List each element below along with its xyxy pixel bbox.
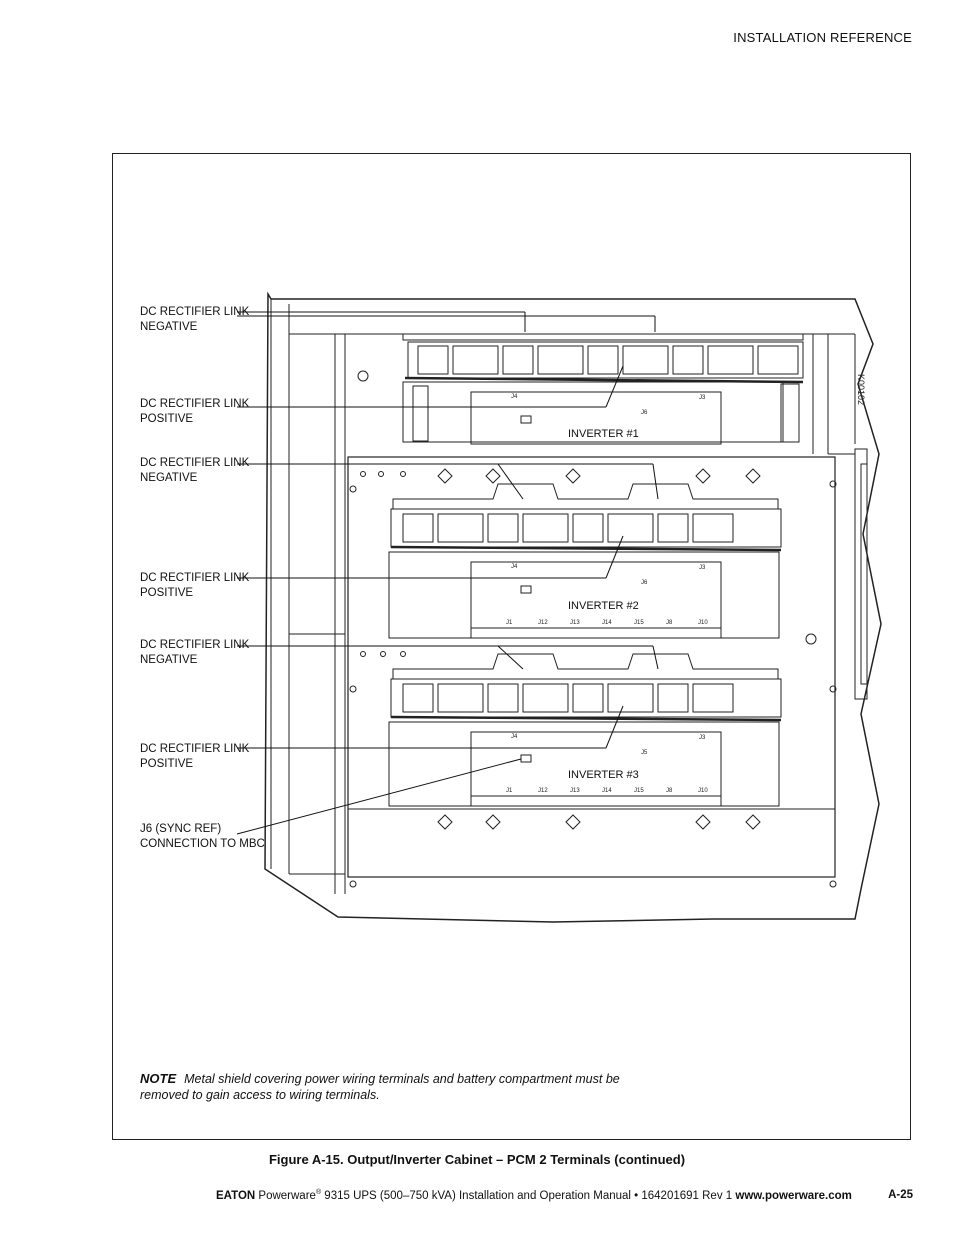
j6-sync-connector-3 xyxy=(520,754,532,763)
page-footer: EATON Powerware® 9315 UPS (500–750 kVA) … xyxy=(216,1189,852,1202)
connector-row-label: J1 xyxy=(506,788,513,794)
connector-row-label: J12 xyxy=(538,788,548,794)
connector-row-label: J8 xyxy=(666,620,673,626)
footer-brand: EATON xyxy=(216,1189,256,1202)
inverter-3-label: INVERTER #3 xyxy=(568,769,639,781)
connector-row-label: J10 xyxy=(698,620,708,626)
section-title: INSTALLATION REFERENCE xyxy=(733,30,912,45)
inverter-3-module xyxy=(388,653,782,807)
connector-row-label: J10 xyxy=(698,788,708,794)
connector-j3-2: J3 xyxy=(699,565,706,571)
cabinet-drawing: K00102 xyxy=(236,291,882,923)
footer-url: www.powerware.com xyxy=(735,1189,852,1202)
inverter-1-label: INVERTER #1 xyxy=(568,428,639,440)
page-number: A-25 xyxy=(888,1189,913,1201)
connector-j6-1: J6 xyxy=(641,410,648,416)
connector-row-label: J12 xyxy=(538,620,548,626)
connector-row-label: J8 xyxy=(666,788,673,794)
footer-product: Powerware xyxy=(258,1189,316,1202)
inverter-2-module xyxy=(388,483,782,639)
connector-j4-2: J4 xyxy=(511,564,518,570)
connector-j3-3: J3 xyxy=(699,735,706,741)
figure-frame: K00102 xyxy=(112,153,911,1140)
connector-j4-1: J4 xyxy=(511,394,518,400)
connector-row-label: J15 xyxy=(634,620,644,626)
callout-j6-sync-ref: J6 (SYNC REF)CONNECTION TO MBC xyxy=(140,823,265,850)
connector-row-label: J13 xyxy=(570,788,580,794)
inverter-2-label: INVERTER #2 xyxy=(568,600,639,612)
connector-row-label: J15 xyxy=(634,788,644,794)
inverter-1-module xyxy=(402,333,804,445)
connector-row-label: J1 xyxy=(506,620,513,626)
j6-sync-connector-1 xyxy=(520,415,532,424)
connector-j3-1: J3 xyxy=(699,395,706,401)
connector-j4-3: J4 xyxy=(511,734,518,740)
footer-reg: ® xyxy=(315,1189,322,1196)
connector-row-label: J14 xyxy=(602,788,612,794)
j6-sync-connector-2 xyxy=(520,585,532,594)
svg-text:K00102: K00102 xyxy=(856,374,866,405)
connector-j6-2: J6 xyxy=(641,580,648,586)
note-label: NOTE xyxy=(140,1071,177,1086)
connector-row-label: J14 xyxy=(602,620,612,626)
connector-j5-3: J5 xyxy=(641,750,648,756)
note-text: Metal shield covering power wiring termi… xyxy=(140,1072,620,1102)
figure-caption: Figure A-15. Output/Inverter Cabinet – P… xyxy=(268,1152,686,1167)
connector-row-label: J13 xyxy=(570,620,580,626)
footer-manual: 9315 UPS (500–750 kVA) Installation and … xyxy=(321,1189,736,1202)
